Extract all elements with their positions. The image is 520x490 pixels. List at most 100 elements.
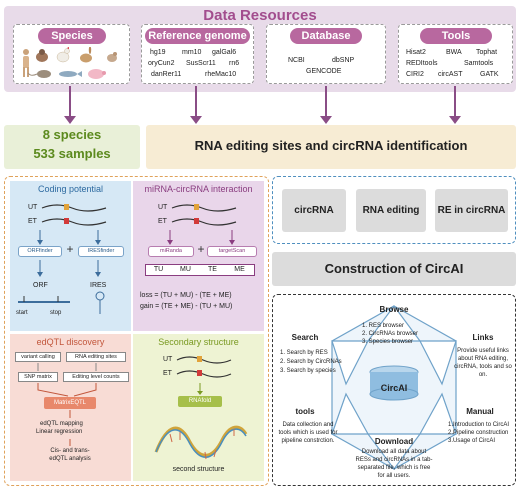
coding-arrows [37, 230, 101, 245]
secondary-rna-strands [176, 356, 232, 378]
orf-stop-label: stop [50, 310, 62, 316]
browse-item-3: 3. Species browser [362, 339, 414, 345]
genome-rn6: rn6 [229, 60, 240, 67]
mirna-arrows [167, 230, 235, 245]
mirna-ut-label: UT [158, 204, 168, 211]
mirna-col-me: ME [234, 266, 245, 273]
monkey-icon [36, 49, 48, 62]
variant-calling-box: variant calling [15, 352, 61, 362]
category-circrna: circRNA [282, 189, 346, 232]
orf-diagram [18, 296, 70, 303]
pig-icon [88, 69, 106, 79]
editing-level-counts-box: Editing level counts [63, 372, 129, 382]
analysis-panel [4, 176, 269, 486]
site-hexagon-diagram [331, 304, 457, 471]
search-item-2: 2. Search by CircRNAs [280, 359, 342, 365]
construction-title: Construction of CircAI [324, 261, 464, 276]
database-dbsnp: dbSNP [332, 57, 355, 64]
samples-count: 533 samples [33, 146, 111, 161]
genome-mm10: mm10 [182, 49, 202, 56]
data-resources-title: Data Resources [203, 7, 317, 24]
species-count: 8 species [42, 127, 102, 142]
species-header: Species [38, 28, 106, 44]
eqtl-analysis-label: edQTL analysis [49, 456, 91, 462]
site-tools-text: Data collection and tools which is used … [278, 422, 338, 444]
secondary-title: Secondary structure [158, 337, 239, 347]
browse-title: Browse [379, 305, 409, 314]
ires-diagram [95, 291, 105, 314]
search-item-1: 1. Search by RES [280, 350, 328, 356]
browse-item-2: 2. CircRNAs browser [362, 331, 419, 337]
tool-gatk: GATK [480, 71, 499, 78]
download-text: Download all data about RESs and circRNA… [355, 449, 433, 479]
coding-rna-strands [41, 204, 107, 226]
circai-center-label: CircAI [380, 383, 408, 393]
links-text: Provide useful links about RNA editing, … [454, 348, 512, 378]
mirna-col-te: TE [208, 266, 217, 273]
mirna-plus: + [197, 242, 205, 256]
search-item-3: 3. Search by species [280, 368, 336, 374]
tool-ciri2: CIRI2 [406, 71, 424, 78]
manual-title: Manual [466, 407, 494, 416]
genome-orycun2: oryCun2 [148, 60, 175, 67]
coding-arrows-2 [37, 260, 101, 277]
genome-rhemac10: rheMac10 [205, 71, 237, 78]
mirna-rna-strands [171, 204, 237, 226]
database-header: Database [290, 28, 362, 44]
mirna-score-table [145, 264, 255, 276]
tool-reditools: REDItools [406, 60, 438, 67]
species-summary-box [4, 125, 140, 169]
manual-item-1: 1.Introduction to CircAI [448, 422, 510, 428]
fish-icon [59, 71, 82, 77]
eqtl-flow-arrows [37, 363, 97, 446]
miranda-box: miRanda [148, 246, 194, 257]
tool-tophat: Tophat [476, 49, 498, 56]
coding-potential-title: Coding potential [37, 184, 104, 194]
targetscan-box: targetScan [207, 246, 257, 257]
cis-trans-label: Cis- and trans- [50, 448, 90, 454]
category-re-in-circrna: RE in circRNA [435, 189, 508, 232]
category-rna-editing: RNA editing [356, 189, 426, 232]
orf-label: ORF [33, 282, 48, 289]
coding-et-label: ET [28, 218, 37, 225]
categories-panel [272, 176, 516, 244]
database-cylinder [369, 365, 419, 401]
mirna-loss-formula: loss = (TU + MU) - (TE + ME) [140, 292, 232, 299]
genome-galgal6: galGal6 [212, 49, 237, 56]
site-tools-title: tools [295, 407, 315, 416]
download-title: Download [374, 437, 414, 446]
snp-matrix-box: SNP matrix [18, 372, 58, 382]
rna-structure-graphic [154, 425, 248, 460]
mouse-icon [107, 52, 117, 62]
tool-hisat2: Hisat2 [406, 49, 426, 56]
manual-item-3: 3.Usage of CircAI [448, 438, 496, 444]
genome-danrer11: danRer11 [151, 71, 182, 78]
reference-header: Reference genome [145, 28, 250, 44]
mirna-gain-formula: gain = (TE + ME) - (TU + MU) [140, 303, 233, 310]
genome-hg19: hg19 [150, 49, 166, 56]
identification-title: RNA editing sites and circRNA identifica… [194, 138, 468, 153]
human-icon [23, 49, 29, 77]
matrixeqtl-box: MatrixEQTL [44, 397, 96, 409]
genome-susscr11: SusScr11 [186, 60, 216, 67]
orffinder-box: ORFfinder [18, 246, 62, 257]
coding-ut-label: UT [28, 204, 38, 211]
eqtl-mapping-label: edQTL mapping [40, 421, 83, 427]
tool-circast: circAST [438, 71, 463, 78]
tools-box [398, 24, 513, 84]
second-structure-label: second structure [172, 466, 225, 473]
secondary-et-label: ET [163, 370, 172, 377]
mirna-col-mu: MU [180, 266, 191, 273]
rabbit-icon [80, 46, 92, 63]
eqtl-title: edQTL discovery [36, 337, 105, 347]
rnafold-box: RNAfold [178, 396, 222, 407]
database-gencode: GENCODE [306, 68, 342, 75]
secondary-arrow [197, 383, 203, 395]
orf-start-label: start [16, 310, 28, 316]
species-illustrations [18, 46, 126, 81]
rna-editing-sites-box: RNA editing sites [66, 352, 126, 362]
tool-bwa: BWA [446, 49, 462, 56]
links-title: Links [472, 333, 494, 342]
rat-icon [27, 70, 51, 78]
manual-item-2: 2.Pipeline construction [448, 430, 509, 436]
